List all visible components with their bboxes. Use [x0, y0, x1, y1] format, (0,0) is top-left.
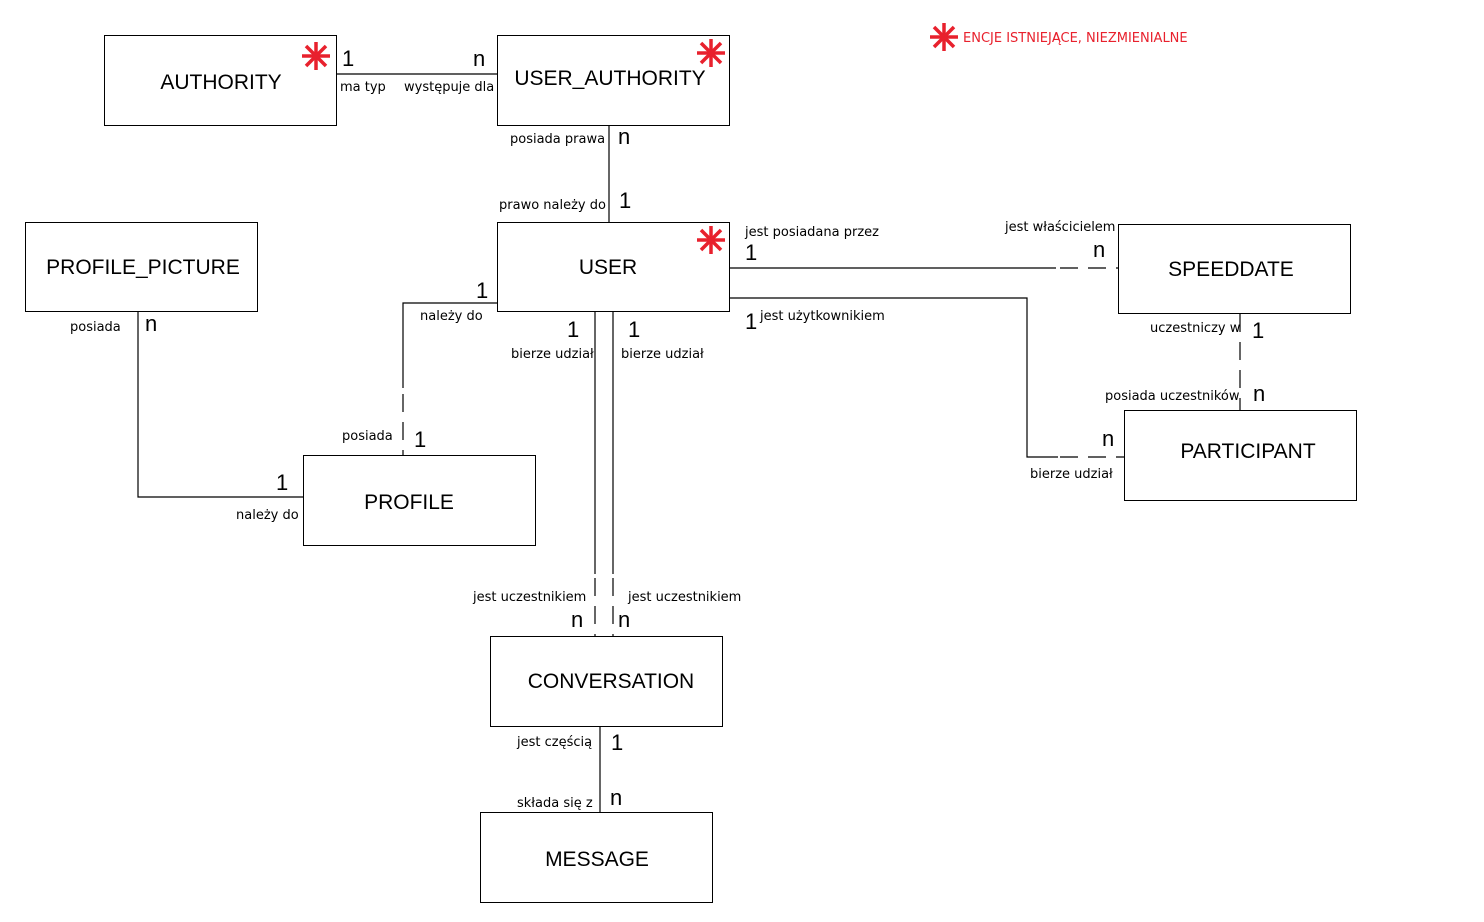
entity-conversation: CONVERSATION [490, 636, 723, 727]
relationship-label: występuje dla [404, 80, 494, 95]
relationship-label: należy do [420, 309, 483, 324]
relationship-user-conversation-2: 1 bierze udział n jest uczestnikiem [618, 317, 741, 632]
cardinality: 1 [276, 470, 288, 495]
entity-profile-picture: PROFILE_PICTURE [25, 222, 258, 312]
cardinality: 1 [745, 240, 757, 265]
link-user-participant [730, 297, 1058, 458]
relationship-label: posiada uczestników [1105, 389, 1240, 404]
relationship-speeddate-participant: 1 uczestniczy w n posiada uczestników [1105, 318, 1265, 406]
cardinality: n [1253, 381, 1265, 406]
relationship-user-authority-user: n posiada prawa 1 prawo należy do [499, 124, 631, 213]
cardinality: n [1093, 237, 1105, 262]
relationship-label: składa się z [517, 796, 593, 811]
cardinality: 1 [619, 188, 631, 213]
entity-name: USER [579, 256, 637, 279]
cardinality: n [473, 46, 485, 71]
relationship-label: posiada prawa [510, 132, 605, 147]
cardinality: n [618, 607, 630, 632]
entity-name: AUTHORITY [160, 71, 281, 94]
entity-name: CONVERSATION [528, 670, 694, 693]
entity-name: SPEEDDATE [1168, 258, 1294, 281]
relationship-label: jest uczestnikiem [472, 590, 586, 605]
relationship-user-conversation-1: 1 bierze udział n jest uczestnikiem [472, 317, 594, 632]
relationship-label: bierze udział [511, 347, 594, 362]
entity-user: USER [497, 222, 730, 312]
relationship-profile-picture-profile: n posiada 1 należy do [70, 311, 299, 523]
cardinality: n [145, 311, 157, 336]
entity-user-authority: USER_AUTHORITY [497, 35, 730, 126]
relationship-user-speeddate: 1 jest posiadana przez n jest właściciel… [744, 220, 1115, 265]
relationship-user-profile: 1 należy do 1 posiada [342, 278, 488, 452]
relationship-label: bierze udział [621, 347, 704, 362]
relationship-label: jest uczestnikiem [627, 590, 741, 605]
cardinality: 1 [342, 46, 354, 71]
relationship-label: jest częścią [516, 735, 592, 750]
relationship-label: jest właścicielem [1004, 220, 1115, 235]
entity-name: PARTICIPANT [1180, 440, 1316, 463]
cardinality: n [571, 607, 583, 632]
entity-name: USER_AUTHORITY [514, 67, 705, 90]
entity-participant: PARTICIPANT [1124, 410, 1357, 501]
connectors [137, 73, 1241, 812]
relationship-label: posiada [70, 320, 121, 335]
legend: ENCJE ISTNIEJĄCE, NIEZMIENIALNE [930, 23, 1188, 51]
relationship-user-participant: 1 jest użytkownikiem n bierze udział [745, 309, 1114, 482]
asterisk-icon [697, 226, 725, 254]
asterisk-icon [302, 42, 330, 70]
relationship-authority-user-authority: 1 ma typ n występuje dla [340, 46, 494, 95]
relationship-label: posiada [342, 429, 393, 444]
cardinality: 1 [1252, 318, 1264, 343]
cardinality: 1 [567, 317, 579, 342]
cardinality: 1 [476, 278, 488, 303]
entity-authority: AUTHORITY [104, 35, 337, 126]
relationship-conversation-message: 1 jest częścią n składa się z [516, 730, 623, 811]
cardinality: 1 [745, 309, 757, 334]
asterisk-icon [930, 23, 958, 51]
relationship-label: należy do [236, 508, 299, 523]
legend-text: ENCJE ISTNIEJĄCE, NIEZMIENIALNE [963, 31, 1188, 46]
entity-speeddate: SPEEDDATE [1118, 224, 1351, 314]
link-profile-picture-profile [137, 312, 303, 498]
asterisk-icon [697, 39, 725, 67]
cardinality: n [1102, 426, 1114, 451]
cardinality: 1 [611, 730, 623, 755]
relationship-label: uczestniczy w [1150, 321, 1241, 336]
entity-name: PROFILE [364, 491, 454, 514]
entity-name: MESSAGE [545, 848, 649, 871]
cardinality: 1 [628, 317, 640, 342]
entity-name: PROFILE_PICTURE [46, 256, 240, 279]
relationship-label: ma typ [340, 80, 386, 95]
entity-profile: PROFILE [303, 455, 536, 546]
relationship-label: jest posiadana przez [744, 225, 879, 240]
cardinality: 1 [414, 427, 426, 452]
cardinality: n [610, 785, 622, 810]
relationship-label: prawo należy do [499, 198, 606, 213]
relationship-label: bierze udział [1030, 467, 1113, 482]
cardinality: n [618, 124, 630, 149]
link-user-profile [402, 302, 497, 388]
relationship-label: jest użytkownikiem [759, 309, 885, 324]
entity-message: MESSAGE [480, 812, 713, 903]
